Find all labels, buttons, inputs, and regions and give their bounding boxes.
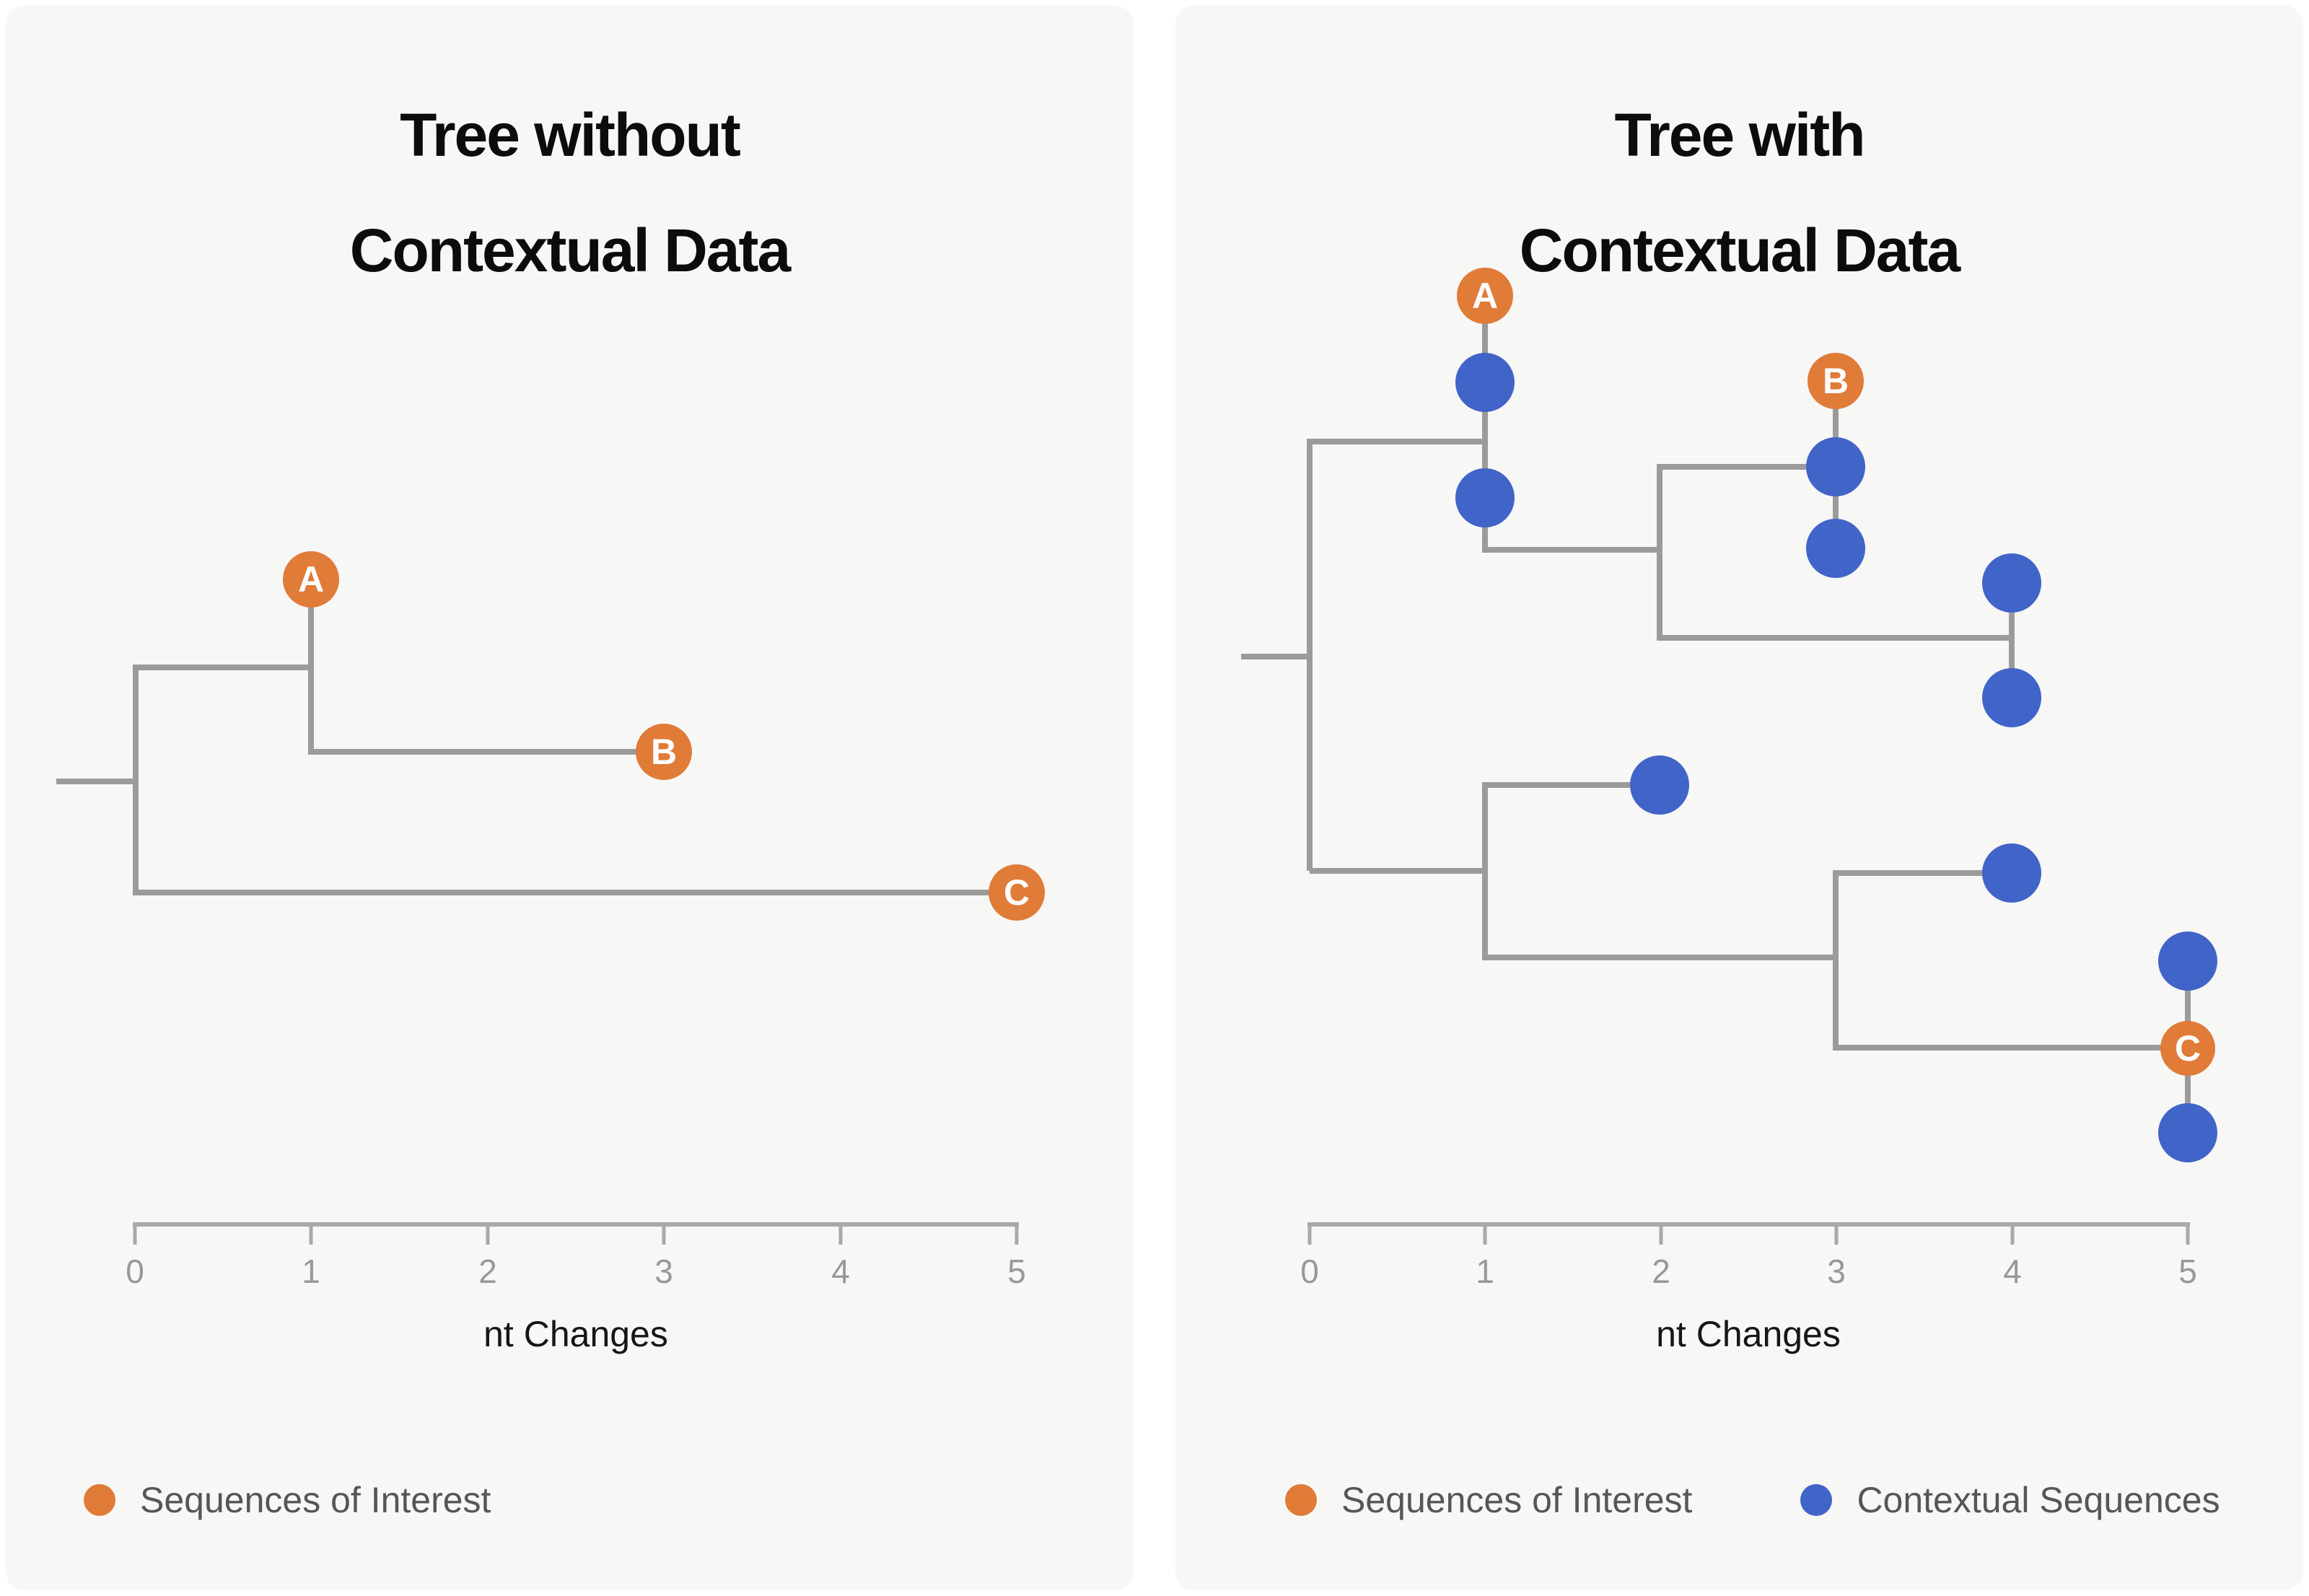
legend: Sequences of Interest bbox=[84, 1479, 491, 1521]
panel-title: Tree with Contextual Data bbox=[1175, 78, 2303, 308]
panel-tree-without: Tree without Contextual Data Sequences o… bbox=[6, 6, 1134, 1590]
legend-dot-interest bbox=[1285, 1484, 1317, 1516]
legend-dot-interest bbox=[84, 1484, 115, 1516]
title-line-2: Contextual Data bbox=[349, 216, 791, 284]
legend-item: Sequences of Interest bbox=[84, 1479, 491, 1521]
legend-item: Sequences of Interest bbox=[1285, 1479, 1692, 1521]
legend-label: Sequences of Interest bbox=[1341, 1480, 1693, 1520]
title-line-1: Tree without bbox=[400, 101, 741, 169]
legend-label: Contextual Sequences bbox=[1857, 1480, 2220, 1520]
title-line-1: Tree with bbox=[1614, 101, 1865, 169]
panel-title: Tree without Contextual Data bbox=[6, 78, 1134, 308]
legend-dot-contextual bbox=[1800, 1484, 1833, 1516]
legend-label: Sequences of Interest bbox=[140, 1480, 491, 1520]
panel-tree-with: Tree with Contextual Data Sequences of I… bbox=[1175, 6, 2303, 1590]
title-line-2: Contextual Data bbox=[1519, 216, 1960, 284]
legend-item: Contextual Sequences bbox=[1800, 1479, 2220, 1521]
legend: Sequences of Interest Contextual Sequence… bbox=[1285, 1479, 2220, 1521]
